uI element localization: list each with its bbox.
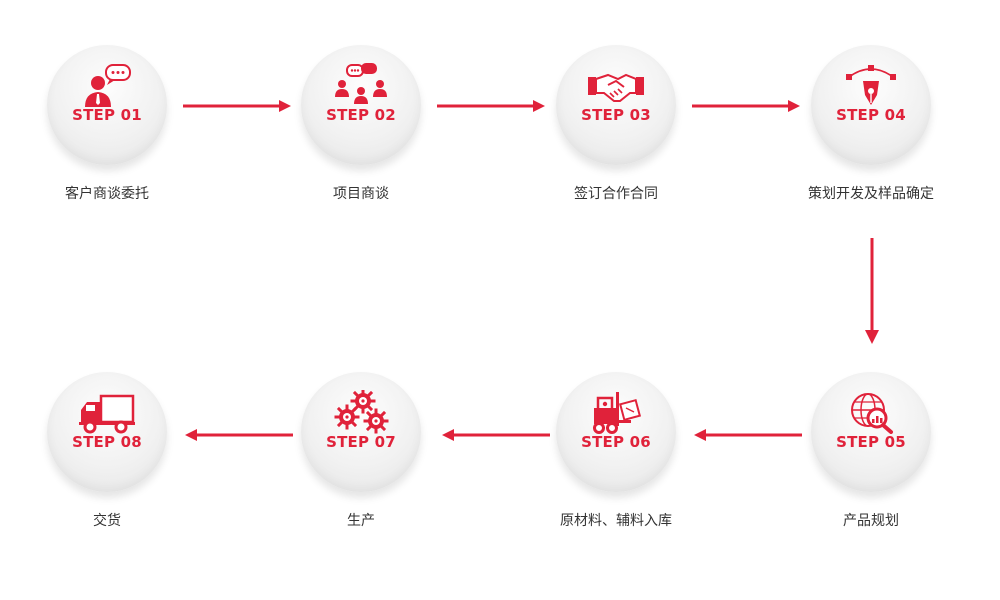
step-label: STEP 03 [581,106,651,124]
step-circle: STEP 05 [811,372,931,492]
forklift-icon [593,392,642,434]
step-circle: STEP 07 [301,372,421,492]
step-caption: 客户商谈委托 [65,186,149,202]
step-caption: 签订合作合同 [574,186,658,202]
truck-icon [79,394,135,434]
step-caption: 原材料、辅料入库 [560,513,672,529]
step-circle: STEP 08 [47,372,167,492]
step-label: STEP 08 [72,433,142,451]
step-circle: STEP 03 [556,45,676,165]
step-label: STEP 07 [326,433,396,451]
step-caption: 产品规划 [843,513,899,529]
arrow-right [692,100,800,112]
arrow-left [442,429,550,441]
arrow-left [185,429,293,441]
arrow-right [183,100,291,112]
step-circle: STEP 01 [47,45,167,165]
customer-chat-icon [85,64,131,107]
step-circle: STEP 06 [556,372,676,492]
step-label: STEP 05 [836,433,906,451]
step-caption: 生产 [347,513,375,529]
arrow-down [865,238,879,344]
step-caption: 策划开发及样品确定 [808,186,934,202]
step-label: STEP 06 [581,433,651,451]
step-caption: 交货 [93,513,121,529]
gears-icon [334,390,389,434]
team-discussion-icon [335,63,387,104]
step-label: STEP 02 [326,106,396,124]
handshake-icon [588,73,644,102]
step-label: STEP 01 [72,106,142,124]
step-circle: STEP 02 [301,45,421,165]
step-circle: STEP 04 [811,45,931,165]
step-label: STEP 04 [836,106,906,124]
arrow-left [694,429,802,441]
arrow-right [437,100,545,112]
globe-magnifier-icon [851,393,893,434]
pen-tool-icon [846,65,896,105]
step-caption: 项目商谈 [333,186,389,202]
